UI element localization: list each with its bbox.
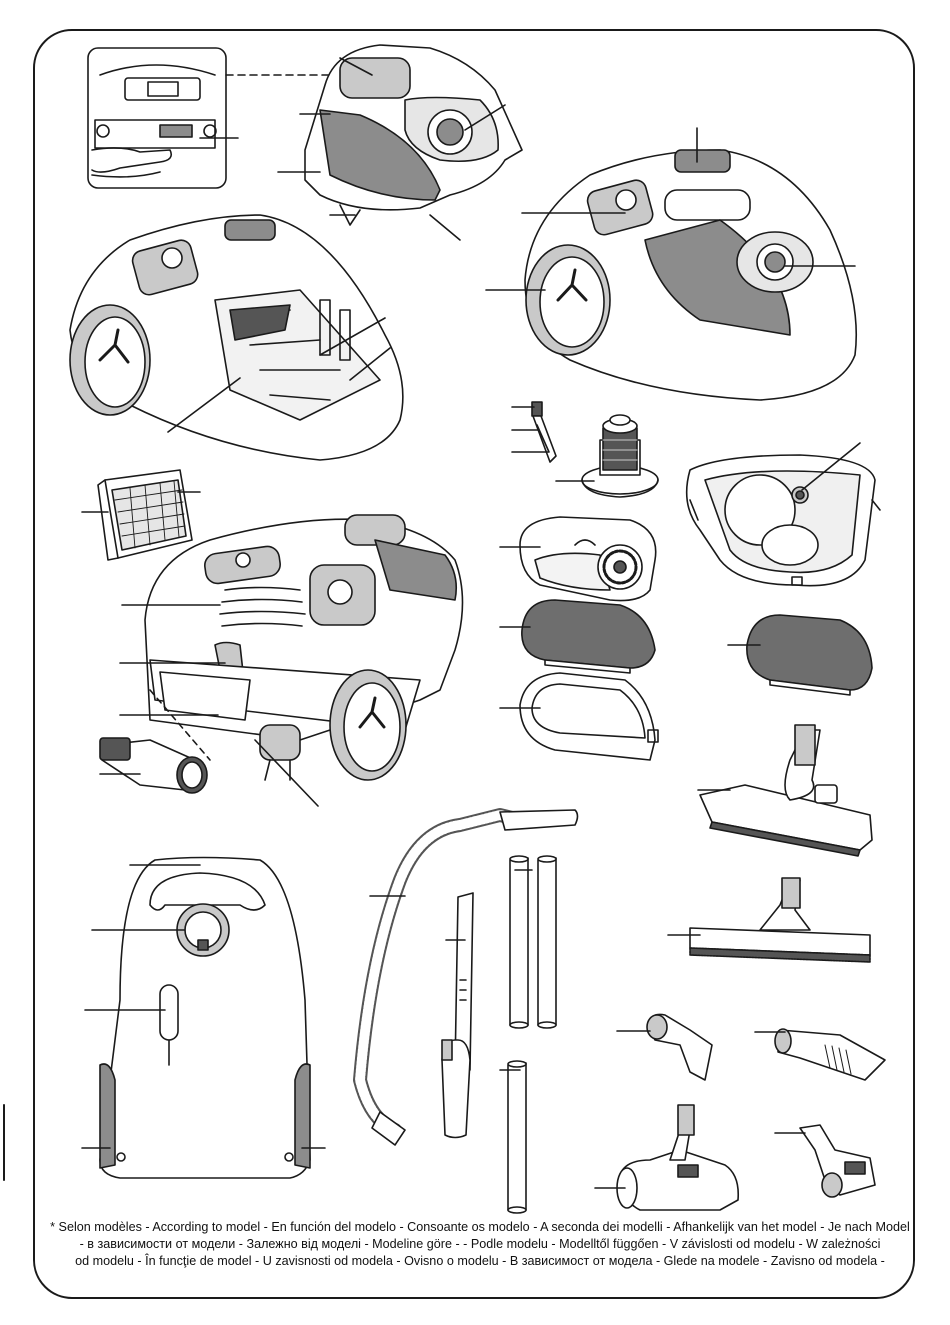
vacuum-rear-view-icon [99,856,311,1179]
brush-pen-icon [531,401,557,463]
foam-filter-icon [746,614,873,696]
mini-turbo-brush-icon [799,1124,876,1198]
dust-container-icon [685,454,881,587]
vacuum-three-quarter-view-icon [524,149,858,401]
footnote-line-2: - в зависимости от модели - Залежно від … [79,1237,881,1251]
hepa-filter-icon [97,469,193,561]
container-lid-icon [519,516,657,602]
floor-nozzle-icon [699,724,873,857]
page-frame [33,29,915,1299]
leader-line [464,104,506,131]
cyclone-filter-icon [581,414,659,498]
parquet-nozzle-icon [689,877,871,963]
turbo-brush-icon [616,1104,740,1211]
footnote-line-3: od modelu - În funcţie de model - U zavi… [75,1254,885,1268]
leader-line [429,214,461,241]
telescopic-tube-icon [441,892,474,1139]
crevice-brush-icon [99,737,208,794]
footnote-line-1: * Selon modèles - According to model - E… [50,1220,910,1234]
filter-frame-icon [519,672,659,761]
vacuum-front-upright-icon [144,514,464,781]
inset-detail-icon [87,47,227,189]
vacuum-open-compartment-icon [69,214,404,461]
dust-brush-icon [774,1028,886,1081]
leader-line [319,317,386,356]
leader-line [349,347,391,381]
leader-line [167,377,241,433]
vacuum-top-view-icon [304,44,523,226]
leader-line [339,57,373,76]
upholstery-nozzle-icon [646,1013,713,1081]
leader-line [149,689,211,761]
leader-line [801,442,861,491]
leader-line [254,739,319,807]
foam-filter-icon [521,599,656,674]
extension-tubes-icon [507,855,557,1214]
hose-icon [353,808,579,1146]
